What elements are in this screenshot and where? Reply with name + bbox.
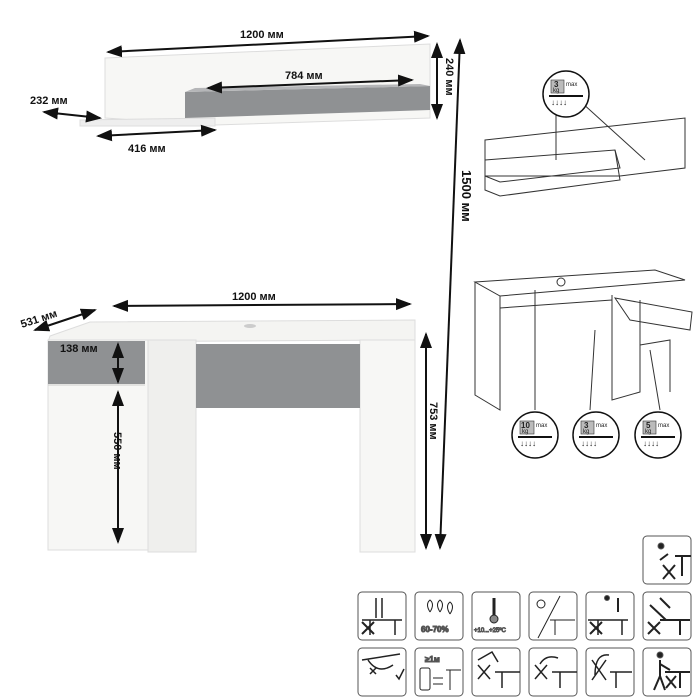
no-standing-on-table-icon (585, 591, 635, 641)
wall-shelf-drawing (79, 43, 431, 127)
no-hot-objects-icon (528, 647, 578, 697)
shelf-inner-width-label: 784 мм (285, 70, 323, 82)
temperature-label: +10...+25ºC (474, 627, 507, 634)
svg-text:max: max (536, 423, 547, 429)
no-sitting-icon (642, 535, 692, 585)
load-limit-cabinet-shelf: 5 kg max ↓↓↓↓ (634, 411, 682, 459)
svg-text:↓↓↓↓: ↓↓↓↓ (643, 439, 659, 448)
humidity-icon (414, 591, 464, 641)
load-limit-shelf: 3 kg max ↓↓↓↓ (542, 70, 590, 118)
svg-text:3: 3 (554, 80, 559, 89)
heater-distance-icon (414, 647, 464, 697)
no-dragging-furniture-icon (642, 647, 692, 697)
care-icons: 60-70% +10...+25ºC ≥1м (357, 535, 692, 697)
svg-text:↓↓↓↓: ↓↓↓↓ (520, 439, 536, 448)
svg-text:↓↓↓↓: ↓↓↓↓ (581, 439, 597, 448)
svg-text:kg: kg (583, 429, 589, 435)
desk-depth-label: 531 мм (19, 308, 59, 331)
svg-text:5: 5 (646, 421, 651, 430)
svg-text:max: max (658, 423, 669, 429)
svg-text:3: 3 (584, 421, 589, 430)
load-limit-drawer: 3 kg max ↓↓↓↓ (572, 411, 620, 459)
shelf-bottom-width-label: 416 мм (128, 143, 166, 155)
shelf-width-label: 1200 мм (240, 29, 284, 41)
svg-text:kg: kg (645, 429, 651, 435)
no-direct-sunlight-icon (528, 591, 578, 641)
tablecloth-protection-icon (357, 647, 407, 697)
desk-dimensions: 1200 мм 531 мм 138 мм 550 мм 753 мм (19, 291, 439, 550)
door-height-label: 550 мм (111, 432, 123, 470)
svg-text:kg: kg (553, 88, 559, 94)
svg-text:↓↓↓↓: ↓↓↓↓ (551, 98, 567, 107)
no-heavy-objects-icon (357, 591, 407, 641)
svg-text:max: max (596, 423, 607, 429)
heater-distance-label: ≥1м (425, 655, 440, 664)
svg-text:10: 10 (521, 421, 530, 430)
overall-height-label: 1500 мм (459, 170, 474, 222)
load-limit-desktop: 10 kg max ↓↓↓↓ (511, 411, 559, 459)
drawer-height-label: 138 мм (60, 343, 98, 355)
svg-text:kg: kg (522, 429, 528, 435)
desk-height-label: 753 мм (427, 402, 439, 440)
humidity-label: 60-70% (421, 625, 449, 634)
svg-text:max: max (566, 82, 577, 88)
desk-line-drawing (473, 269, 693, 411)
shelf-depth-label: 232 мм (30, 95, 68, 107)
shelf-height-label: 240 мм (443, 58, 455, 96)
desk-drawing (47, 319, 416, 553)
no-hammering-icon (642, 591, 692, 641)
no-liquid-spill-icon (471, 647, 521, 697)
shelf-grey-box (185, 86, 430, 118)
temperature-icon (471, 591, 521, 641)
no-abrasive-cleaning-icon (585, 647, 635, 697)
desk-drawer (48, 341, 145, 384)
desk-modesty-panel (196, 344, 360, 408)
desk-width-label: 1200 мм (232, 291, 276, 303)
overall-height-dimension: 1500 мм (434, 38, 474, 550)
